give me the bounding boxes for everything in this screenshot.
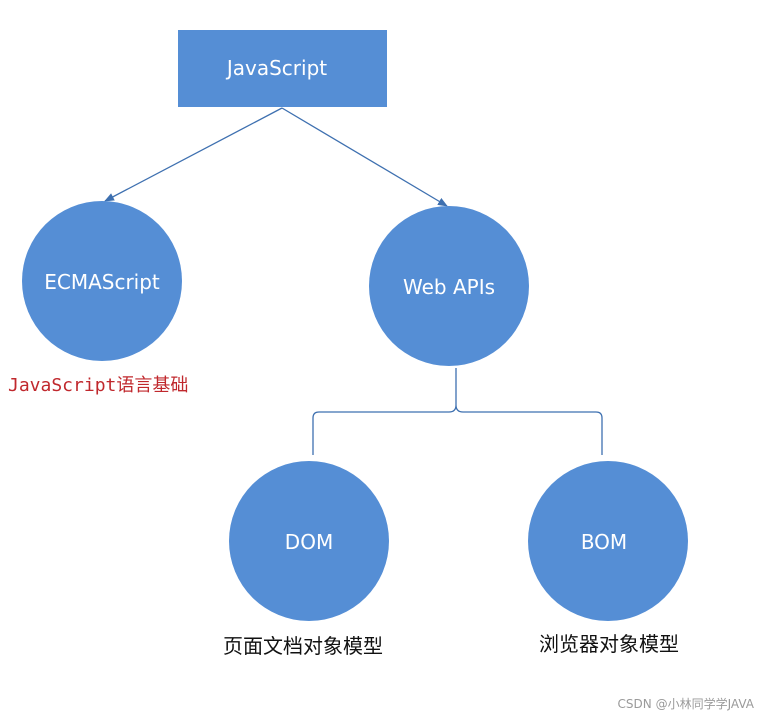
node-web-apis: Web APIs xyxy=(369,206,529,366)
node-dom: DOM xyxy=(229,461,389,621)
arrow-to-web-apis xyxy=(281,107,448,207)
arrow-to-ecmascript xyxy=(104,107,283,202)
ecmascript-caption: JavaScript语言基础 xyxy=(8,375,189,396)
node-bom-circle xyxy=(528,461,688,621)
node-javascript: JavaScript xyxy=(178,30,387,107)
csdn-watermark: CSDN @小林同学学JAVA xyxy=(617,697,754,711)
dom-caption: 页面文档对象模型 xyxy=(223,634,383,658)
node-dom-circle xyxy=(229,461,389,621)
node-ecmascript-circle xyxy=(22,201,182,361)
brace-connector xyxy=(312,368,603,455)
node-bom-label: BOM xyxy=(581,530,627,554)
node-javascript-label: JavaScript xyxy=(225,56,327,80)
node-dom-label: DOM xyxy=(285,530,333,554)
node-ecmascript-label: ECMAScript xyxy=(44,270,160,294)
node-web-apis-label: Web APIs xyxy=(403,275,495,299)
node-javascript-box xyxy=(178,30,387,107)
node-ecmascript: ECMAScript xyxy=(22,201,182,361)
bom-caption: 浏览器对象模型 xyxy=(539,632,679,656)
node-web-apis-circle xyxy=(369,206,529,366)
node-bom: BOM xyxy=(528,461,688,621)
